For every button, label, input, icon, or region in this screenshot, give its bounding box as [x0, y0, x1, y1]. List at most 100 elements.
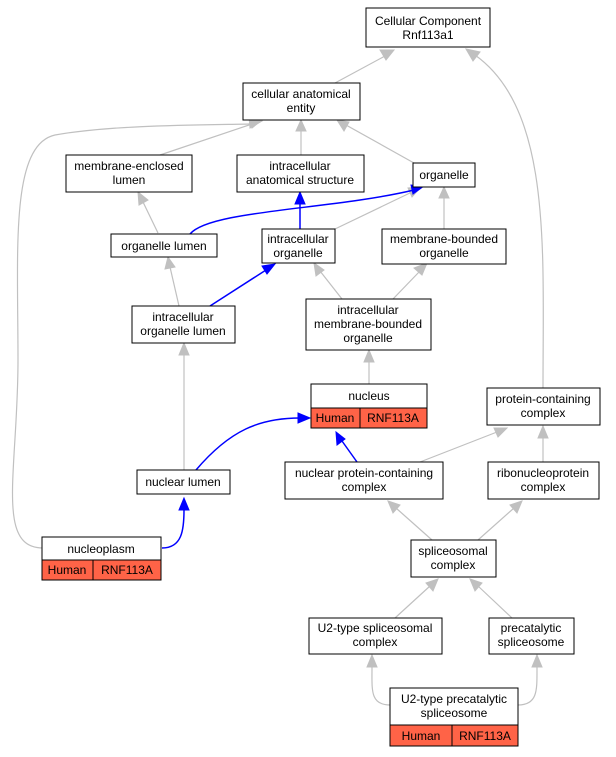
- node-u2-type-spliceosomal-complex[interactable]: U2-type spliceosomal complex: [308, 617, 443, 655]
- arrowhead: [313, 261, 325, 277]
- arrowhead: [295, 118, 307, 132]
- species-label: Human: [402, 729, 441, 743]
- node-intracellular-membrane-bounded-organelle[interactable]: intracellular membrane-bounded organelle: [305, 298, 432, 351]
- edge-iol-to-io: [209, 269, 267, 307]
- arrowhead: [335, 119, 350, 132]
- node-label: organelle lumen: [140, 324, 225, 338]
- edge-npcc-to-pcc: [419, 431, 498, 463]
- node-intracellular-organelle[interactable]: intracellular organelle: [261, 228, 336, 264]
- node-label: membrane-enclosed: [74, 159, 183, 173]
- edge-u2ps-to-ps: [517, 666, 538, 706]
- edge-ps-to-sc: [477, 585, 513, 619]
- edge-ol-to-organelle: [189, 189, 415, 235]
- node-label: Cellular Component: [375, 14, 482, 28]
- gene-label: RNF113A: [367, 411, 419, 425]
- node-label: complex: [521, 406, 566, 420]
- node-label: nucleoplasm: [67, 542, 134, 556]
- node-label: lumen: [113, 173, 146, 187]
- gene-cell: [359, 407, 428, 429]
- edge-iol-to-ol: [169, 266, 180, 307]
- node-label: membrane-bounded: [314, 317, 422, 331]
- node-label: nuclear protein-containing: [295, 466, 433, 480]
- arrowhead: [363, 348, 375, 363]
- edge-mel-to-cae: [159, 123, 253, 156]
- node-label: nuclear lumen: [145, 475, 220, 489]
- node-nuclear-protein-containing-complex[interactable]: nuclear protein-containing complex: [284, 461, 444, 500]
- arrowhead: [464, 48, 481, 62]
- edge-organelle-to-cae: [345, 124, 415, 164]
- node-label: Rnf113a1: [402, 28, 453, 42]
- edge-imbo-to-mbo: [392, 270, 421, 300]
- node-precatalytic-spliceosome[interactable]: precatalytic spliceosome: [488, 617, 575, 655]
- node-nucleus[interactable]: nucleus Human RNF113A: [310, 383, 428, 429]
- gene-cell: [451, 724, 519, 747]
- node-label: membrane-bounded: [390, 232, 498, 246]
- node-label: complex: [353, 635, 398, 649]
- node-label: organelle: [419, 246, 469, 260]
- arrowhead: [178, 341, 190, 356]
- edges-blue: [161, 184, 426, 549]
- edge-u2ps-to-u2sc: [371, 666, 391, 706]
- node-label: U2-type spliceosomal: [318, 621, 433, 635]
- node-label: spliceosome: [421, 706, 488, 720]
- arrowhead: [469, 578, 483, 592]
- edge-u2sc-to-sc: [394, 585, 431, 619]
- node-nuclear-lumen[interactable]: nuclear lumen: [136, 469, 231, 495]
- arrowhead: [413, 262, 428, 276]
- node-label: organelle: [419, 168, 469, 182]
- node-label: anatomical structure: [246, 173, 354, 187]
- edge-nucleoplasm-to-cae: [11, 123, 251, 549]
- node-protein-containing-complex[interactable]: protein-containing complex: [486, 387, 601, 426]
- edges-gray: [11, 48, 549, 706]
- gene-cell: [92, 559, 162, 581]
- edge-nl-to-nucleus: [195, 417, 301, 471]
- edge-pcc-to-cc: [474, 54, 544, 389]
- node-label: organelle: [273, 246, 323, 260]
- node-nucleoplasm[interactable]: nucleoplasm Human RNF113A: [41, 536, 162, 581]
- edge-imbo-to-io: [319, 270, 343, 300]
- arrowhead: [335, 430, 346, 446]
- arrowhead: [294, 190, 306, 205]
- arrowhead: [531, 653, 543, 668]
- node-label: nucleus: [348, 389, 389, 403]
- node-organelle-lumen[interactable]: organelle lumen: [110, 233, 218, 258]
- node-cellular-component[interactable]: Cellular Component Rnf113a1: [365, 7, 491, 48]
- node-label: intracellular: [267, 232, 328, 246]
- node-label: intracellular: [152, 310, 213, 324]
- node-membrane-bounded-organelle[interactable]: membrane-bounded organelle: [381, 228, 507, 265]
- node-spliceosomal-complex[interactable]: spliceosomal complex: [410, 539, 497, 578]
- node-label: ribonucleoprotein: [497, 466, 589, 480]
- gene-label: RNF113A: [101, 563, 153, 577]
- node-label: organelle: [343, 331, 393, 345]
- node-intracellular-organelle-lumen[interactable]: intracellular organelle lumen: [131, 305, 236, 344]
- node-organelle[interactable]: organelle: [412, 162, 476, 188]
- node-cellular-anatomical-entity[interactable]: cellular anatomical entity: [242, 82, 361, 121]
- node-label: complex: [521, 480, 566, 494]
- arrowhead: [261, 263, 277, 275]
- edge-npcc-to-nucleus: [341, 440, 358, 463]
- node-membrane-enclosed-lumen[interactable]: membrane-enclosed lumen: [65, 154, 193, 193]
- node-label: entity: [287, 101, 316, 115]
- arrowhead: [537, 424, 549, 439]
- node-label: spliceosome: [498, 635, 565, 649]
- arrowhead: [164, 255, 176, 270]
- species-label: Human: [316, 411, 355, 425]
- arrowhead: [366, 653, 378, 668]
- node-label: intracellular: [337, 303, 398, 317]
- node-label: complex: [431, 558, 476, 572]
- arrowhead: [509, 500, 523, 514]
- edge-sc-to-npcc: [395, 507, 433, 541]
- arrowhead: [438, 185, 450, 199]
- gene-label: RNF113A: [459, 729, 511, 743]
- edge-ol-to-mel: [142, 201, 159, 234]
- node-label: precatalytic: [501, 621, 562, 635]
- arrowhead: [493, 427, 509, 438]
- edge-nucleoplasm-to-nl: [161, 509, 185, 549]
- node-u2-type-precatalytic-spliceosome[interactable]: U2-type precatalytic spliceosome Human R…: [389, 687, 519, 747]
- node-ribonucleoprotein-complex[interactable]: ribonucleoprotein complex: [487, 461, 600, 500]
- arrowhead: [379, 49, 396, 61]
- node-label: organelle lumen: [121, 239, 206, 253]
- edge-io-to-organelle: [334, 191, 413, 230]
- node-intracellular-anatomical-structure[interactable]: intracellular anatomical structure: [236, 154, 365, 193]
